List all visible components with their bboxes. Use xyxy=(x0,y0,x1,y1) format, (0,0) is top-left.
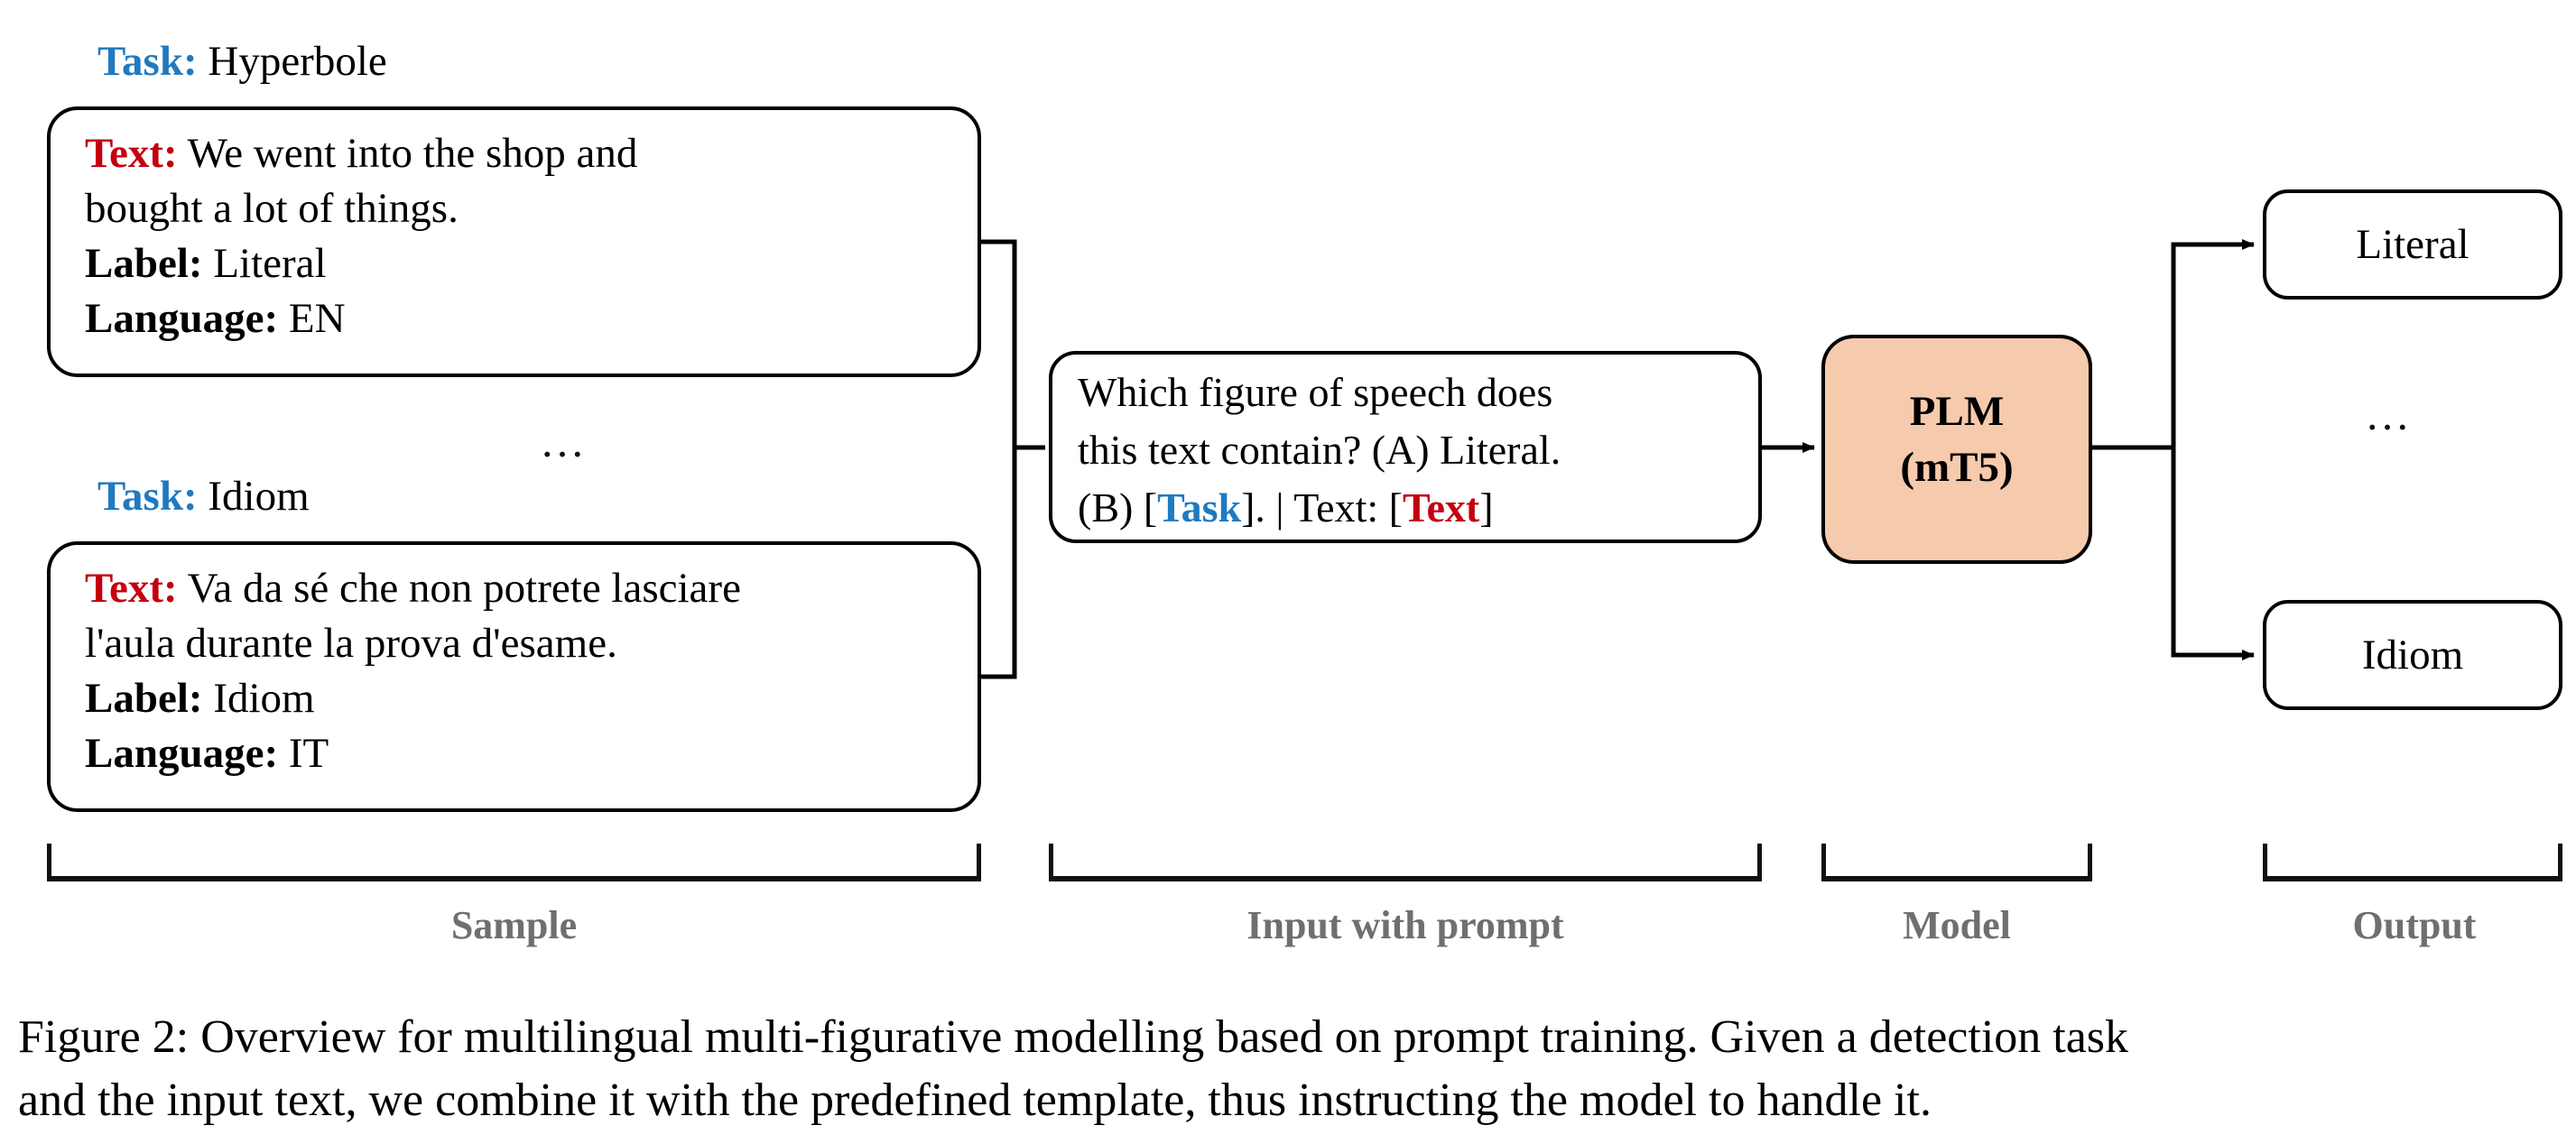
language-key-label: Language: xyxy=(85,730,279,777)
figure-caption: Figure 2: Overview for multilingual mult… xyxy=(18,1006,2563,1132)
prompt-line-1: Which figure of speech does xyxy=(1078,369,1553,415)
output-box-literal[interactable]: Literal xyxy=(2263,189,2562,300)
output-section-label: Output xyxy=(2352,903,2477,947)
output-box-idiom[interactable]: Idiom xyxy=(2263,600,2562,710)
prompt-line-3-suffix: ] xyxy=(1479,484,1494,530)
prompt-line-2: this text contain? (A) Literal. xyxy=(1078,427,1561,473)
sample-text-line-1: Text: We went into the shop and xyxy=(85,126,968,181)
prompt-line-3-prefix: (B) [ xyxy=(1078,484,1158,530)
output-ellipsis: … xyxy=(2365,389,2414,439)
label-key-label: Label: xyxy=(85,675,203,722)
sample-label-line: Label: Idiom xyxy=(85,671,968,726)
model-name-lines: PLM (mT5) xyxy=(1825,383,2089,495)
language-value: EN xyxy=(288,295,346,342)
model-name: PLM xyxy=(1909,388,2005,435)
sample-language-line: Language: IT xyxy=(85,726,968,781)
prompt-line-3-middle: ]. | Text: [ xyxy=(1241,484,1403,530)
caption-line-2: and the input text, we combine it with t… xyxy=(18,1075,1932,1126)
sample-section-label: Sample xyxy=(450,903,578,947)
prompt-content: Which figure of speech does this text co… xyxy=(1078,364,1749,537)
model-variant: (mT5) xyxy=(1900,444,2014,491)
language-key-label: Language: xyxy=(85,295,279,342)
task-key-label: Task: xyxy=(97,38,198,85)
sample-text-line-2: bought a lot of things. xyxy=(85,185,459,232)
input-section-label: Input with prompt xyxy=(1246,903,1564,947)
sample-1-task-heading: Task: Hyperbole xyxy=(97,38,387,85)
task-value-label: Hyperbole xyxy=(208,38,387,85)
text-key-label: Text: xyxy=(85,565,178,612)
task-value-label: Idiom xyxy=(208,473,310,520)
sample-text-line-2: l'aula durante la prova d'esame. xyxy=(85,620,617,667)
input-prompt-box[interactable]: Which figure of speech does this text co… xyxy=(1049,351,1762,543)
label-key-label: Label: xyxy=(85,240,203,287)
sample-language-line: Language: EN xyxy=(85,291,968,346)
text-key-label: Text: xyxy=(85,130,178,177)
label-value: Literal xyxy=(213,240,327,287)
caption-line-1: Figure 2: Overview for multilingual mult… xyxy=(18,1011,2129,1063)
output-section-bracket xyxy=(2263,844,2562,881)
sample-box-hyperbole[interactable]: Text: We went into the shop and bought a… xyxy=(47,106,981,377)
task-key-label: Task: xyxy=(97,473,198,520)
label-value: Idiom xyxy=(213,675,315,722)
prompt-task-placeholder: Task xyxy=(1157,484,1242,530)
model-section-bracket xyxy=(1821,844,2092,881)
sample-box-content: Text: We went into the shop and bought a… xyxy=(85,126,968,346)
text-value-line-1: We went into the shop and xyxy=(187,130,638,177)
model-box-plm[interactable]: PLM (mT5) xyxy=(1821,335,2092,564)
sample-ellipsis: … xyxy=(540,416,588,466)
sample-2-task-heading: Task: Idiom xyxy=(97,473,310,520)
output-label: Literal xyxy=(2356,221,2469,268)
output-label: Idiom xyxy=(2361,632,2464,678)
prompt-text-placeholder: Text xyxy=(1402,484,1480,530)
prompt-line-3: (B) [Task]. | Text: [Text] xyxy=(1078,479,1749,537)
sample-section-bracket xyxy=(47,844,981,881)
model-section-label: Model xyxy=(1903,903,2011,947)
input-section-bracket xyxy=(1049,844,1762,881)
language-value: IT xyxy=(288,730,329,777)
sample-text-line-1: Text: Va da sé che non potrete lasciare xyxy=(85,561,968,616)
sample-label-line: Label: Literal xyxy=(85,236,968,291)
sample-box-content: Text: Va da sé che non potrete lasciare … xyxy=(85,561,968,781)
text-value-line-1: Va da sé che non potrete lasciare xyxy=(187,565,741,612)
sample-box-idiom[interactable]: Text: Va da sé che non potrete lasciare … xyxy=(47,541,981,812)
